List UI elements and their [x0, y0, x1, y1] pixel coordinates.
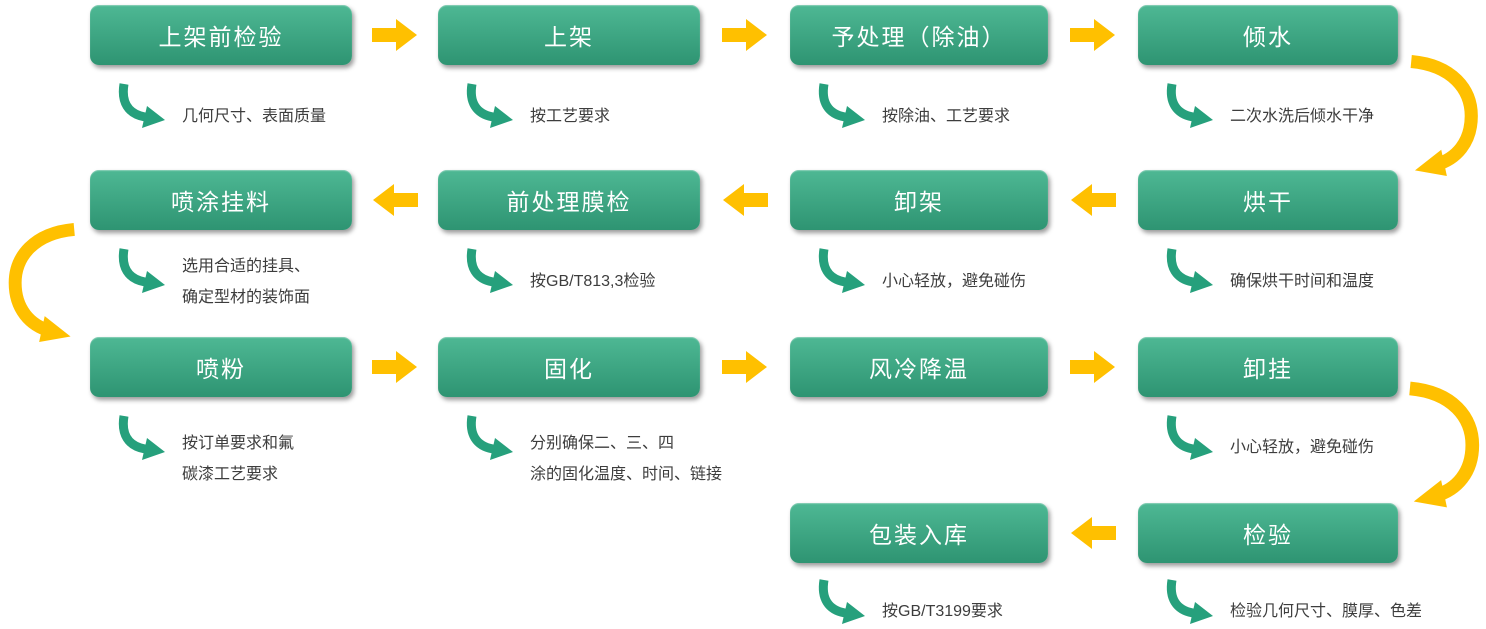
process-label: 烘干 — [1243, 189, 1293, 215]
process-box-unhanging: 卸挂 — [1138, 337, 1398, 397]
process-label: 前处理膜检 — [506, 189, 632, 215]
process-box-unracking: 卸架 — [790, 170, 1048, 230]
process-box-packing-warehousing: 包装入库 — [790, 503, 1048, 563]
process-note: 按工艺要求 — [530, 108, 611, 125]
process-box-pretreatment-degreasing: 予处理（除油） — [790, 5, 1048, 65]
note-swoosh-arrow-icon — [815, 247, 867, 293]
process-note: 几何尺寸、表面质量 — [182, 108, 327, 125]
flow-arrow-left-icon — [1070, 516, 1116, 550]
process-box-pretreatment-film-check: 前处理膜检 — [438, 170, 700, 230]
note-swoosh-arrow-icon — [115, 414, 167, 460]
process-label: 上架前检验 — [158, 24, 284, 50]
process-box-racking: 上架 — [438, 5, 700, 65]
process-note: 分别确保二、三、四 涂的固化温度、时间、链接 — [530, 435, 723, 483]
process-note: 按订单要求和氟 碳漆工艺要求 — [182, 435, 295, 483]
process-label: 卸挂 — [1243, 356, 1293, 382]
process-label: 上架 — [544, 24, 594, 50]
note-swoosh-arrow-icon — [463, 82, 515, 128]
note-swoosh-arrow-icon — [115, 82, 167, 128]
note-swoosh-arrow-icon — [1163, 578, 1215, 624]
wrap-arrow-left-down-icon — [2, 222, 80, 342]
process-label: 喷粉 — [196, 356, 246, 382]
process-box-powder-spraying: 喷粉 — [90, 337, 352, 397]
process-label: 风冷降温 — [869, 356, 969, 382]
process-box-air-cooling: 风冷降温 — [790, 337, 1048, 397]
note-swoosh-arrow-icon — [115, 247, 167, 293]
process-label: 卸架 — [894, 189, 944, 215]
process-note: 按GB/T813,3检验 — [530, 273, 656, 290]
process-label: 予处理（除油） — [831, 24, 1007, 50]
process-note: 按除油、工艺要求 — [882, 108, 1011, 125]
process-note: 小心轻放，避免碰伤 — [882, 273, 1027, 290]
note-swoosh-arrow-icon — [815, 578, 867, 624]
flow-arrow-right-icon — [722, 350, 768, 384]
flow-arrow-left-icon — [372, 183, 418, 217]
note-swoosh-arrow-icon — [463, 247, 515, 293]
process-label: 固化 — [544, 356, 594, 382]
process-box-pre-rack-inspection: 上架前检验 — [90, 5, 352, 65]
note-swoosh-arrow-icon — [463, 414, 515, 460]
wrap-arrow-right-down-icon — [1406, 378, 1484, 510]
process-box-spray-hanging: 喷涂挂料 — [90, 170, 352, 230]
process-label: 倾水 — [1243, 24, 1293, 50]
flow-arrow-right-icon — [1070, 350, 1116, 384]
note-swoosh-arrow-icon — [1163, 414, 1215, 460]
process-box-inspection: 检验 — [1138, 503, 1398, 563]
note-swoosh-arrow-icon — [1163, 247, 1215, 293]
process-box-drying: 烘干 — [1138, 170, 1398, 230]
flow-arrow-left-icon — [1070, 183, 1116, 217]
flow-arrow-right-icon — [722, 18, 768, 52]
process-label: 检验 — [1243, 522, 1293, 548]
process-box-curing: 固化 — [438, 337, 700, 397]
process-note: 确保烘干时间和温度 — [1230, 273, 1375, 290]
flow-arrow-right-icon — [372, 18, 418, 52]
process-note: 二次水洗后倾水干净 — [1230, 108, 1375, 125]
process-label: 喷涂挂料 — [171, 189, 271, 215]
process-box-water-pouring: 倾水 — [1138, 5, 1398, 65]
process-note: 按GB/T3199要求 — [882, 603, 1003, 620]
flow-arrow-left-icon — [722, 183, 768, 217]
flow-arrow-right-icon — [1070, 18, 1116, 52]
process-note: 选用合适的挂具、 确定型材的装饰面 — [182, 258, 311, 306]
note-swoosh-arrow-icon — [815, 82, 867, 128]
flow-arrow-right-icon — [372, 350, 418, 384]
wrap-arrow-right-down-icon — [1406, 54, 1484, 176]
process-note: 小心轻放，避免碰伤 — [1230, 439, 1375, 456]
process-label: 包装入库 — [869, 522, 969, 548]
process-note: 检验几何尺寸、膜厚、色差 — [1230, 603, 1423, 620]
note-swoosh-arrow-icon — [1163, 82, 1215, 128]
